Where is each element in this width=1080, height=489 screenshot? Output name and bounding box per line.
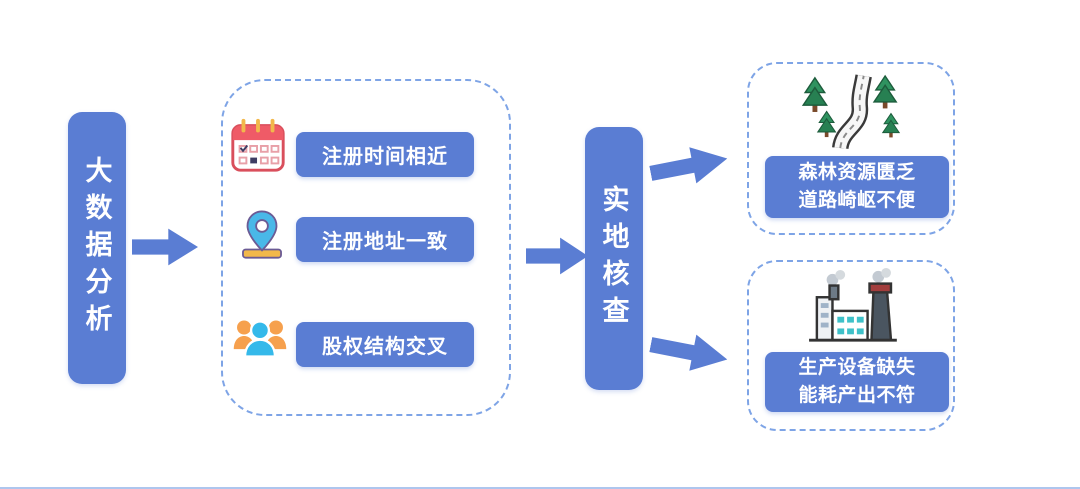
people-group-icon — [228, 305, 292, 365]
flow-arrow-bottom — [647, 325, 731, 379]
flow-arrow-2 — [526, 237, 588, 275]
calendar-icon — [227, 114, 289, 176]
signal-registration-address: 注册地址一致 — [296, 217, 474, 262]
location-pin-icon — [233, 204, 291, 266]
node-field-verification-label: 实地核查 — [598, 184, 629, 333]
signal-equity-structure-label: 股权结构交叉 — [322, 336, 448, 358]
forest-road-icon — [793, 72, 909, 150]
flow-arrow-1 — [132, 228, 198, 266]
finding-forest-line1: 森林资源匮乏 — [798, 162, 916, 184]
node-big-data-analysis-label: 大数据分析 — [81, 155, 112, 341]
bottom-divider — [0, 487, 1080, 489]
finding-factory-line1: 生产设备缺失 — [798, 357, 916, 379]
finding-factory-line2: 能耗产出不符 — [798, 385, 916, 406]
signal-registration-time: 注册时间相近 — [296, 132, 474, 177]
finding-forest-line2: 道路崎岖不便 — [798, 190, 916, 211]
signal-registration-time-label: 注册时间相近 — [322, 146, 448, 168]
finding-factory-label: 生产设备缺失 能耗产出不符 — [765, 352, 949, 412]
signal-equity-structure: 股权结构交叉 — [296, 322, 474, 367]
factory-icon — [793, 268, 909, 346]
flow-arrow-top — [647, 139, 731, 193]
node-big-data-analysis: 大数据分析 — [68, 112, 126, 384]
node-field-verification: 实地核查 — [585, 127, 643, 390]
signal-registration-address-label: 注册地址一致 — [322, 231, 448, 253]
finding-forest-label: 森林资源匮乏 道路崎岖不便 — [765, 156, 949, 218]
